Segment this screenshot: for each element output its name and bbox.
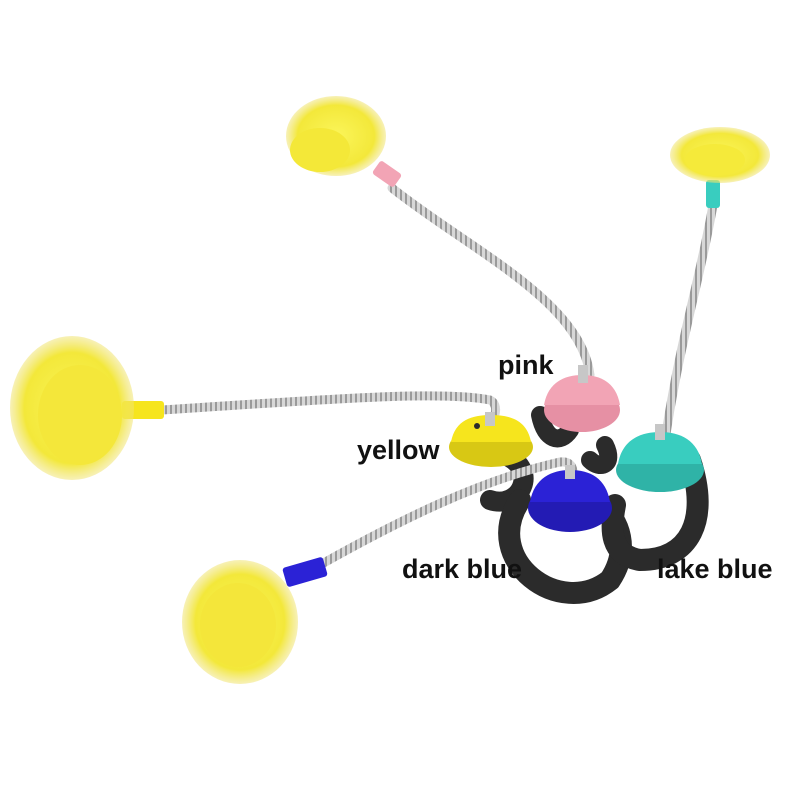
feather-left xyxy=(10,336,134,480)
spring-yellow xyxy=(157,391,501,435)
tip-pink xyxy=(372,161,402,187)
spring-pink xyxy=(387,183,595,380)
springs xyxy=(157,183,718,570)
label-pink: pink xyxy=(498,350,554,380)
spring-lake-blue xyxy=(660,200,718,445)
strap-pink xyxy=(531,406,579,448)
strap-pink-right xyxy=(581,436,618,474)
feather-bottom xyxy=(182,560,298,684)
feather-top-left xyxy=(286,96,386,176)
feathers xyxy=(10,96,770,684)
base-lake-blue xyxy=(616,424,704,492)
strap-lake-blue xyxy=(601,449,709,572)
base-yellow xyxy=(449,412,533,467)
label-yellow: yellow xyxy=(357,435,440,465)
straps xyxy=(480,406,709,604)
tip-dark-blue xyxy=(282,557,328,587)
bases xyxy=(449,365,704,532)
feather-top-right xyxy=(670,127,770,183)
tips xyxy=(122,161,720,587)
label-lake-blue: lake blue xyxy=(657,554,773,584)
base-dark-blue xyxy=(528,465,612,532)
tip-lake-blue xyxy=(706,180,720,208)
label-dark-blue: dark blue xyxy=(402,554,523,584)
base-pink xyxy=(544,365,620,432)
